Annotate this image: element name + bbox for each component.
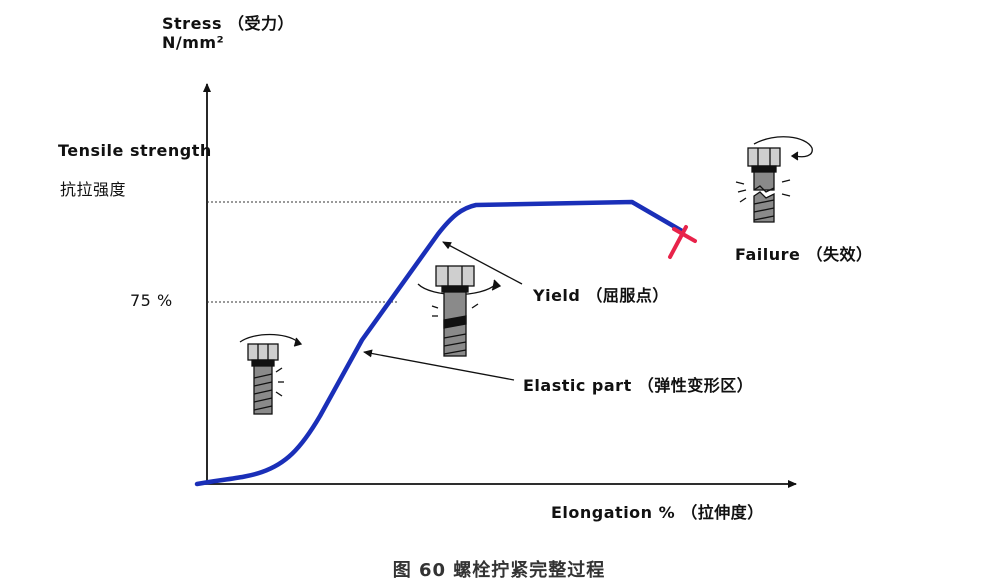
yield-label: Yield （屈服点）	[533, 286, 669, 305]
bolt-tightening-icon	[239, 333, 303, 415]
y-axis-title: Stress （受力）	[162, 14, 295, 33]
elastic-part-label: Elastic part （弹性变形区）	[523, 376, 754, 395]
x-axis-title: Elongation % （拉伸度）	[551, 503, 764, 522]
failure-label: Failure （失效）	[735, 245, 873, 264]
failure-mark	[668, 225, 697, 259]
bolt-failure-icon	[735, 136, 813, 223]
yield-pointer-arrow	[442, 241, 523, 285]
tensile-strength-cn-label: 抗拉强度	[60, 180, 127, 199]
tensile-strength-label: Tensile strength	[58, 141, 212, 160]
figure-caption: 图 60 螺栓拧紧完整过程	[392, 560, 606, 581]
elastic-pointer-arrow	[363, 349, 515, 381]
y-axis-unit: N/mm²	[162, 33, 225, 52]
seventy-five-percent-label: 75 %	[130, 291, 173, 310]
stress-elongation-curve	[194, 199, 685, 487]
bolt-yield-icon	[417, 265, 502, 357]
